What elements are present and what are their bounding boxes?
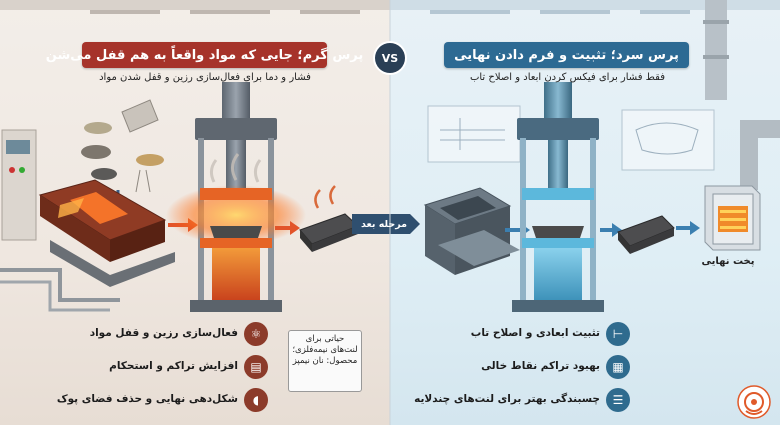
cold-press-machine [512, 82, 604, 312]
hot-press-title: پرس گرم؛ جایی که مواد واقعاً به هم قفل م… [46, 42, 363, 68]
final-cure-label: پخت نهایی [701, 256, 755, 267]
hot-feature-3: شکل‌دهی نهایی و حذف فضای پوک [56, 393, 238, 405]
hot-feature-2: افزایش تراکم و استحکام [109, 360, 238, 372]
heated-mold [38, 179, 175, 287]
hot-feature-1: فعال‌سازی رزین و قفل مواد [89, 327, 238, 339]
cold-feature-1: تثبیت ابعادی و اصلاح تاب [470, 327, 600, 339]
hot-press-machine [166, 82, 306, 312]
next-stage-label: مرحله بعد [361, 218, 408, 230]
hot-pressed-brake-pad [299, 185, 359, 252]
grid-icon: ▦ [606, 355, 630, 379]
brand-logo-icon [737, 385, 771, 419]
raw-material-bins [81, 99, 164, 193]
stack-icon: ☰ [606, 388, 630, 412]
cold-press-subtitle: فقط فشار برای فیکس کردن ابعاد و اصلاح تا… [469, 72, 666, 83]
technical-blueprints [427, 105, 715, 171]
cold-press-title: پرس سرد؛ تثبیت و فرم دادن نهایی [444, 42, 689, 68]
cooling-mold [423, 187, 520, 275]
cold-feature-2: بهبود تراکم نقاط خالی [481, 360, 600, 372]
next-stage-arrow [352, 214, 420, 234]
hot-press-subtitle: فشار و دما برای فعال‌سازی رزین و قفل شدن… [99, 72, 311, 83]
caliper-icon: ⊢ [606, 322, 630, 346]
layers-icon: ▤ [244, 355, 268, 379]
cold-feature-3: چسبندگی بهتر برای لنت‌های چندلایه [414, 393, 600, 405]
curing-oven [704, 185, 761, 251]
cold-pressed-brake-pad [617, 215, 675, 254]
semi-metallic-note: حیاتی برای لنت‌های نیمه‌فلزی؛ محصول: نان… [288, 330, 362, 392]
vs-badge: VS [375, 43, 405, 73]
molecule-icon: ⚛ [244, 322, 268, 346]
brake-pad-icon: ◖ [244, 388, 268, 412]
